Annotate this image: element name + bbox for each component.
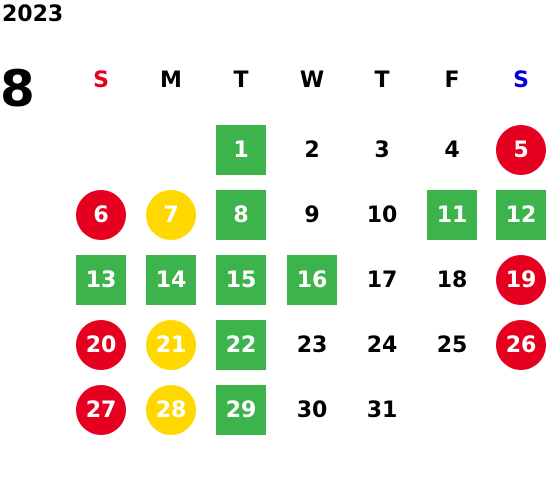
day-cell-17: 17 (366, 267, 398, 293)
day-cell-26: 26 (496, 320, 546, 370)
day-cell-31: 31 (366, 397, 398, 423)
day-cell-8: 8 (216, 190, 266, 240)
day-cell-20: 20 (76, 320, 126, 370)
day-cell-15: 15 (216, 255, 266, 305)
day-cell-21: 21 (146, 320, 196, 370)
weekday-header-wed: W (299, 68, 325, 93)
day-cell-25: 25 (436, 332, 468, 358)
year-label: 2023 (2, 2, 64, 27)
day-cell-30: 30 (296, 397, 328, 423)
day-cell-5: 5 (496, 125, 546, 175)
weekday-header-fri: F (444, 68, 460, 93)
day-cell-6: 6 (76, 190, 126, 240)
day-cell-12: 12 (496, 190, 546, 240)
day-cell-2: 2 (304, 137, 320, 163)
day-cell-22: 22 (216, 320, 266, 370)
day-cell-14: 14 (146, 255, 196, 305)
day-cell-13: 13 (76, 255, 126, 305)
weekday-header-tue: T (233, 68, 249, 93)
weekday-header-sun: S (93, 68, 109, 93)
day-cell-24: 24 (366, 332, 398, 358)
weekday-header-thu: T (374, 68, 390, 93)
day-cell-3: 3 (374, 137, 390, 163)
day-cell-11: 11 (427, 190, 477, 240)
weekday-header-mon: M (160, 68, 182, 93)
day-cell-9: 9 (304, 202, 320, 228)
day-cell-10: 10 (366, 202, 398, 228)
day-cell-19: 19 (496, 255, 546, 305)
day-cell-1: 1 (216, 125, 266, 175)
day-cell-29: 29 (216, 385, 266, 435)
day-cell-4: 4 (444, 137, 460, 163)
day-cell-23: 23 (296, 332, 328, 358)
day-cell-7: 7 (146, 190, 196, 240)
day-cell-28: 28 (146, 385, 196, 435)
day-cell-16: 16 (287, 255, 337, 305)
month-number: 8 (0, 60, 35, 118)
weekday-header-sat: S (513, 68, 529, 93)
day-cell-18: 18 (436, 267, 468, 293)
day-cell-27: 27 (76, 385, 126, 435)
